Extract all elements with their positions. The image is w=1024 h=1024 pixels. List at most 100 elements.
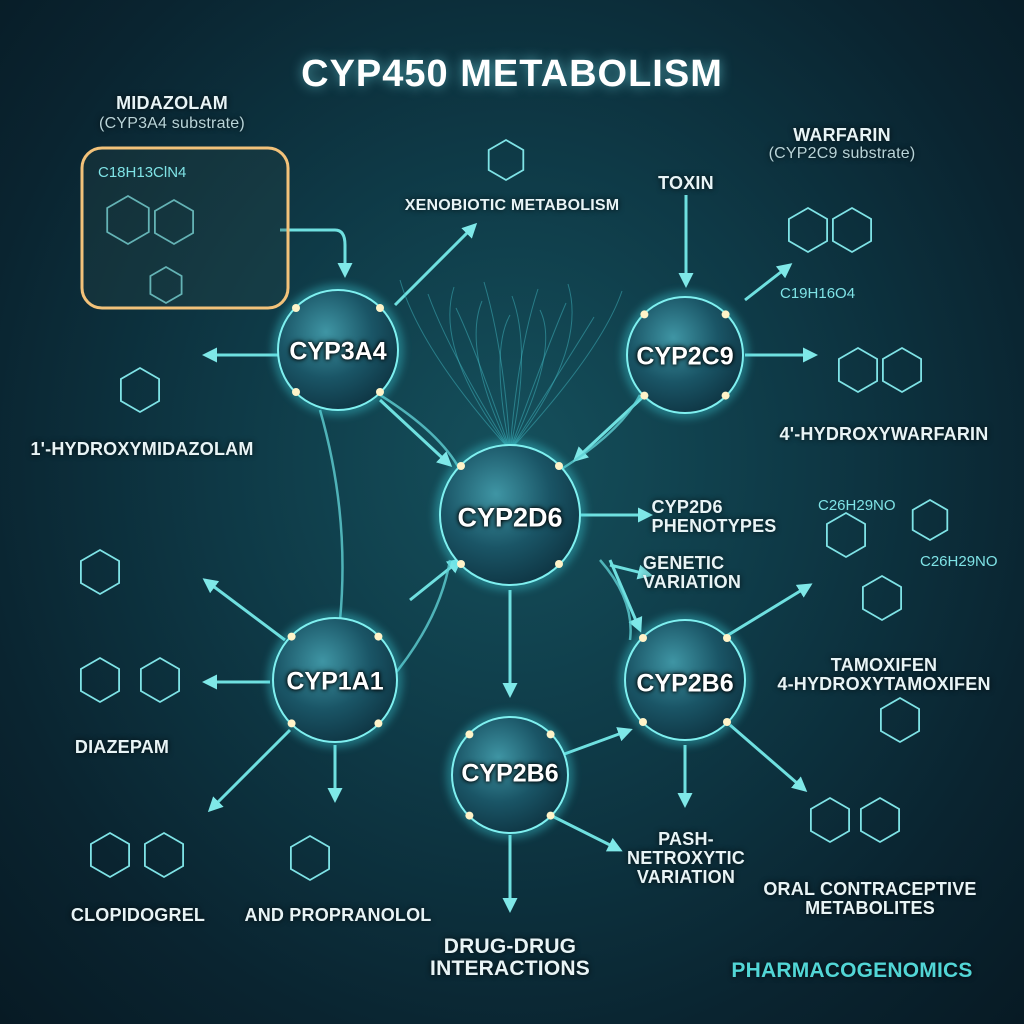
midazolam-formula: C18H13ClN4 [98, 164, 187, 181]
arrow [378, 398, 453, 468]
connection-dot [292, 304, 300, 312]
connection-dot [457, 560, 465, 568]
arrow [207, 728, 292, 813]
connection-dot [639, 634, 647, 642]
arrow [744, 263, 793, 302]
tamoxifen-formula-1: C26H29NO [818, 497, 896, 514]
oral-line1: ORAL CONTRACEPTIVE [763, 879, 977, 899]
pash-line3: VARIATION [636, 866, 736, 887]
benzene-ring-icon [90, 831, 130, 879]
page-title: CYP450 METABOLISM [301, 53, 723, 95]
toxin-label: TOXIN [658, 173, 714, 193]
connection-dot [721, 310, 730, 319]
hydroxywarfarin-label: 4'-HYDROXYWARFARIN [779, 424, 989, 444]
connector-line [379, 393, 462, 471]
connection-dot [465, 730, 474, 739]
arrow [608, 559, 643, 633]
benzene-ring-icon [860, 796, 900, 844]
benzene-ring-icon [880, 696, 920, 744]
arrow [719, 583, 813, 642]
connection-dot [721, 391, 730, 400]
hydroxymidazolam-label: 1'-HYDROXYMIDAZOLAM [30, 439, 254, 459]
clopidogrel-label: CLOPIDOGREL [70, 905, 206, 925]
benzene-ring-icon [810, 796, 850, 844]
filament [475, 300, 511, 451]
enzyme-sphere [451, 716, 569, 834]
genetic-line2: VARIATION [642, 571, 742, 592]
benzene-ring-icon [487, 138, 525, 182]
connection-dot [376, 304, 384, 312]
arrow [202, 578, 286, 642]
arrow [609, 563, 653, 580]
connection-dot [546, 811, 555, 820]
filament [427, 293, 511, 451]
connection-dot [555, 462, 563, 470]
arrow [409, 558, 463, 602]
tamoxifen-line1: TAMOXIFEN [830, 655, 938, 675]
benzene-ring-icon [826, 511, 866, 559]
enzyme-sphere [626, 296, 744, 414]
benzene-ring-icon [149, 265, 183, 305]
filament [399, 279, 511, 451]
cyp1a1-label: CYP1A1 [286, 667, 384, 696]
benzene-ring-icon [788, 206, 828, 254]
connection-dot [639, 718, 647, 726]
benzene-ring-icon [140, 656, 180, 704]
connector-line [559, 394, 642, 472]
warfarin-label: WARFARIN [793, 125, 891, 145]
diazepam-label: DIAZEPAM [74, 737, 170, 757]
filament [509, 309, 547, 451]
phenotypes-line2: PHENOTYPES [651, 515, 777, 536]
pash-line2: NETROXYTIC [626, 847, 746, 868]
tamoxifen-line2: 4-HYDROXYTAMOXIFEN [777, 673, 991, 694]
cyp2c9-label: CYP2C9 [636, 342, 734, 371]
filament [455, 307, 511, 451]
filament [509, 288, 539, 451]
warfarin-formula: C19H16O4 [780, 285, 856, 302]
arrow [393, 222, 478, 307]
connection-dot [287, 719, 296, 728]
arrows [202, 195, 818, 913]
benzene-ring-icon [911, 498, 949, 542]
enzyme-sphere [624, 619, 746, 741]
arrow [280, 228, 353, 278]
connector-line [599, 559, 632, 641]
ddi-line2: INTERACTIONS [430, 957, 590, 981]
benzene-ring-icon [838, 346, 878, 394]
connector-line [318, 409, 344, 621]
benzene-ring-icon [80, 548, 120, 596]
filament [499, 314, 511, 451]
enzyme-nodes [267, 284, 751, 839]
connection-dot [374, 719, 383, 728]
benzene-ring-icon [862, 574, 902, 622]
benzene-ring-icon [832, 206, 872, 254]
benzene-ring-icon [144, 831, 184, 879]
ddi-line1: DRUG-DRUG [443, 935, 577, 958]
cyp3a4-label: CYP3A4 [289, 337, 387, 366]
connection-dot [723, 718, 731, 726]
connection-dot [376, 388, 384, 396]
connection-dot [546, 730, 555, 739]
filament [509, 302, 567, 451]
connection-dot [640, 310, 649, 319]
benzene-ring-icon [882, 346, 922, 394]
connection-dot [640, 391, 649, 400]
oral-line2: METABOLITES [805, 897, 935, 918]
benzene-ring-icon [80, 656, 120, 704]
filament [509, 295, 523, 451]
pash-line1: PASH- [658, 829, 714, 849]
cyp2d6-label: CYP2D6 [457, 502, 563, 533]
connection-dot [465, 811, 474, 820]
propranolol-label: AND PROPRANOLOL [244, 905, 432, 925]
genetic-line1: GENETIC [642, 553, 725, 573]
enzyme-sphere [277, 289, 399, 411]
connection-dot [287, 632, 296, 641]
filament [483, 281, 511, 451]
connection-dot [292, 388, 300, 396]
molecule-structures [80, 138, 949, 882]
